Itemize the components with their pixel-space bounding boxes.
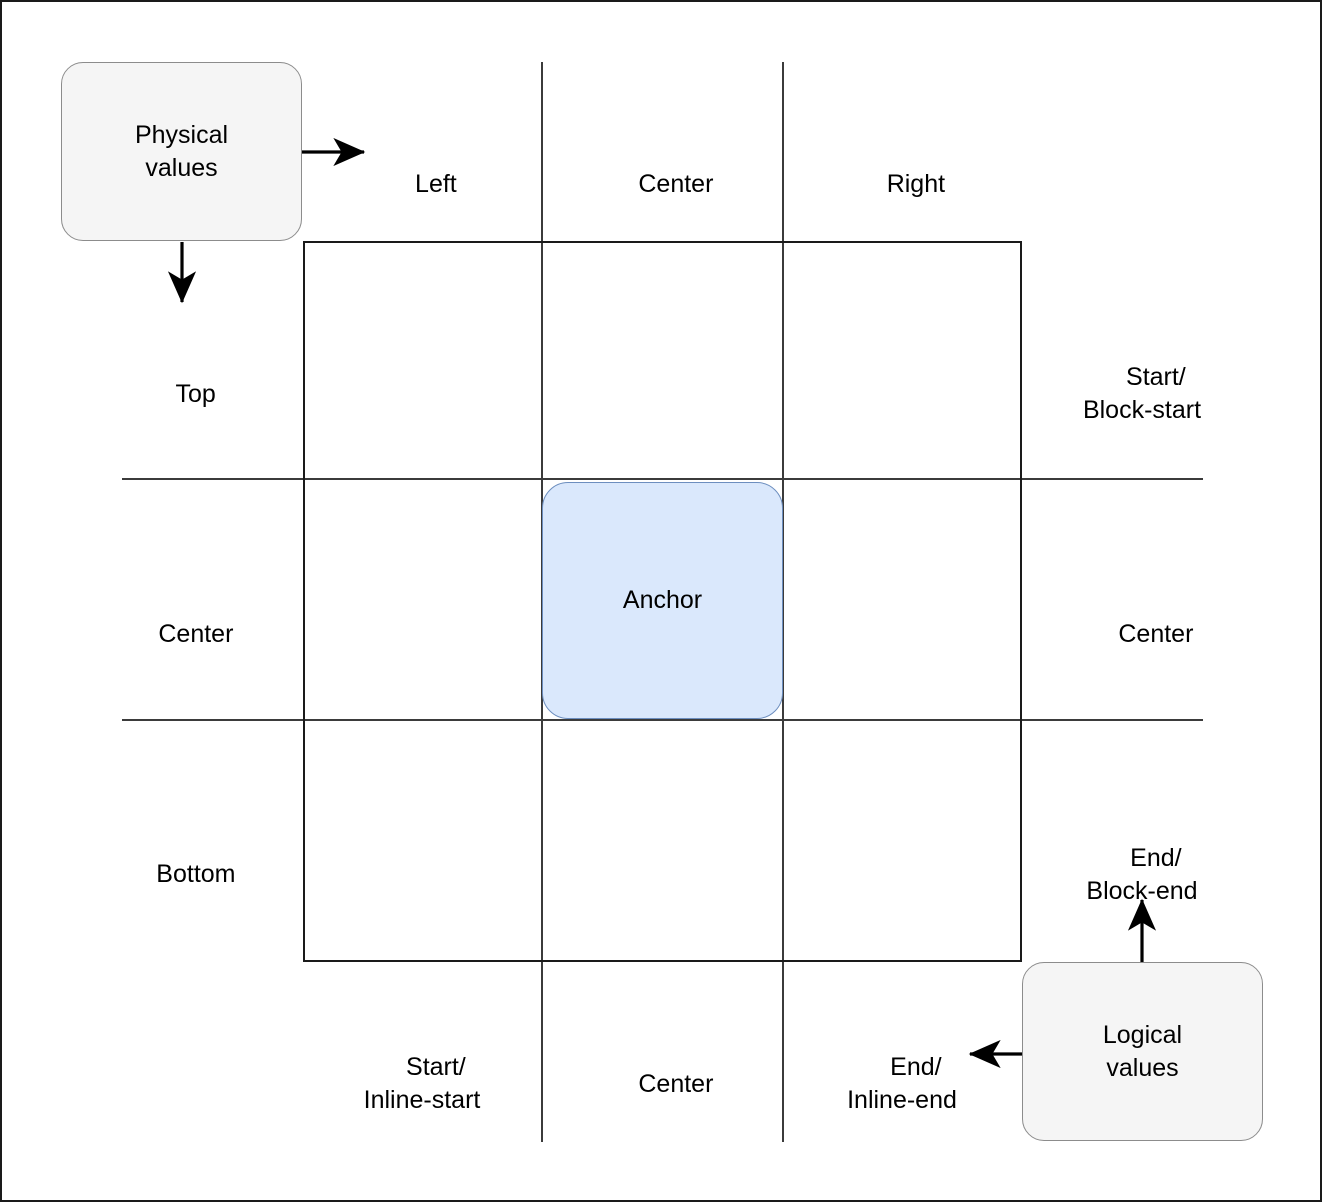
right-label-center: Center — [1042, 585, 1242, 684]
left-label-top: Top — [102, 345, 262, 444]
bottom-label-inline-end: End/ Inline-end — [802, 1018, 1002, 1150]
top-label-center-text: Center — [638, 170, 714, 198]
right-label-block-end-text: End/ Block-end — [1086, 844, 1198, 905]
left-label-center-text: Center — [158, 620, 234, 648]
bottom-label-inline-start: Start/ Inline-start — [322, 1018, 522, 1150]
left-label-center: Center — [102, 585, 262, 684]
grid-hline-bottom — [122, 719, 1203, 721]
anchor-box[interactable]: Anchor — [542, 482, 783, 719]
containing-block-rect — [303, 241, 1022, 962]
right-label-center-text: Center — [1118, 620, 1194, 648]
top-label-center: Center — [582, 135, 742, 234]
bottom-label-center-text: Center — [638, 1070, 714, 1098]
grid-hline-top — [122, 478, 1203, 480]
right-label-block-start-text: Start/ Block-start — [1082, 363, 1202, 424]
right-label-block-start: Start/ Block-start — [1042, 328, 1242, 460]
right-label-block-end: End/ Block-end — [1042, 809, 1242, 941]
logical-values-label: Logical values — [1102, 1020, 1183, 1082]
top-label-right-text: Right — [886, 170, 946, 198]
logical-values-callout[interactable]: Logical values — [1022, 962, 1263, 1141]
top-label-left: Left — [342, 135, 502, 234]
bottom-label-inline-end-text: End/ Inline-end — [847, 1053, 957, 1114]
anchor-label: Anchor — [622, 586, 703, 614]
left-label-top-text: Top — [175, 380, 216, 408]
bottom-label-center: Center — [582, 1035, 742, 1134]
left-label-bottom-text: Bottom — [156, 860, 236, 888]
physical-values-callout[interactable]: Physical values — [61, 62, 302, 241]
physical-values-label: Physical values — [134, 120, 229, 182]
top-label-right: Right — [822, 135, 982, 234]
left-label-bottom: Bottom — [102, 825, 262, 924]
bottom-label-inline-start-text: Start/ Inline-start — [363, 1053, 481, 1114]
grid-vline-right — [782, 62, 784, 1142]
top-label-left-text: Left — [415, 170, 457, 198]
